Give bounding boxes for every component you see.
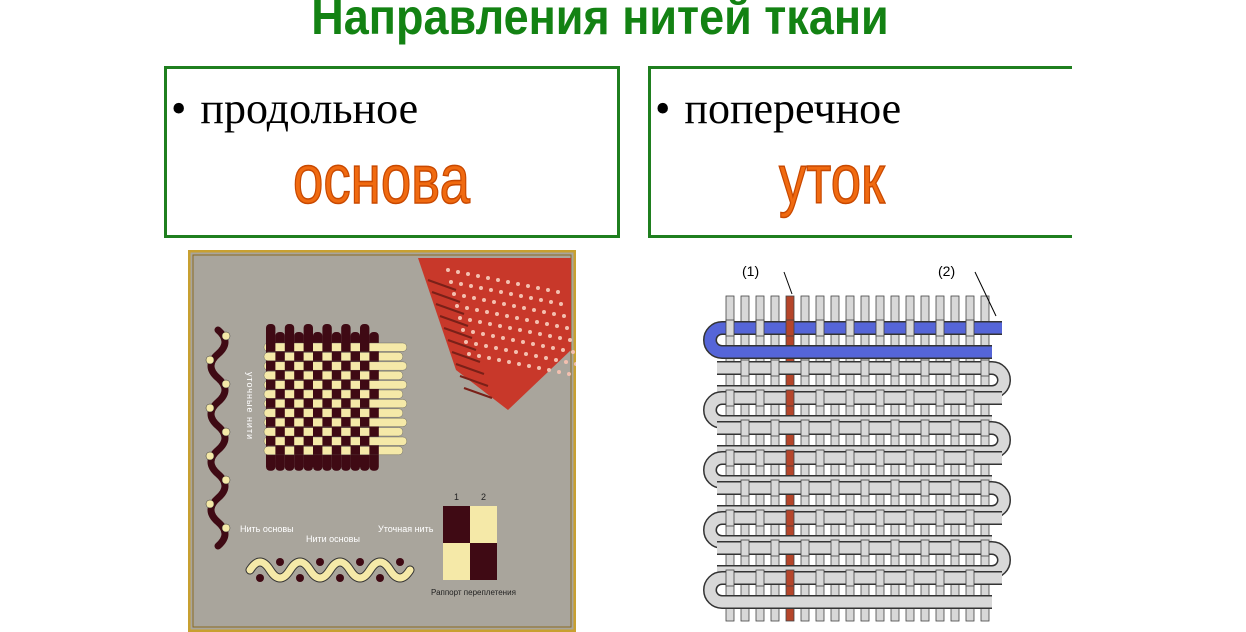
weave-grid <box>263 324 408 471</box>
weft-thread <box>263 417 408 427</box>
weave-repeat <box>443 506 497 580</box>
weft-thread <box>263 342 408 352</box>
blank-margin <box>1072 0 1246 632</box>
weft-direction-box: • поперечное уток <box>648 66 1088 238</box>
weft-cross-section <box>245 557 415 583</box>
warp-term: основа <box>292 139 470 219</box>
fabric-corner-photo <box>418 258 576 410</box>
weft-thread <box>263 399 408 408</box>
warp-threads-label: Нити основы <box>306 534 360 544</box>
warp-marker-label: (1) <box>742 263 759 279</box>
weft-thread-label: Уточная нить <box>378 524 434 534</box>
weave-structure-diagram: (1) (2) <box>703 263 1011 622</box>
weft-marker-label: (2) <box>938 263 955 279</box>
direction-label: поперечное <box>684 84 902 133</box>
bullet-icon: • <box>655 84 671 133</box>
warp-thread-label: Нить основы <box>240 524 294 534</box>
warp-direction-box: • продольное основа <box>164 66 620 238</box>
plain-weave-illustration: уточные нити Нить основы Нити основы Уто… <box>188 250 576 632</box>
warp-cross-section <box>205 326 231 550</box>
slide-title: Направления нитей ткани <box>311 0 889 45</box>
weft-term: уток <box>778 139 885 219</box>
direction-label: продольное <box>200 84 419 133</box>
weft-threads-label: уточные нити <box>245 372 255 440</box>
repeat-label: Раппорт переплетения <box>431 588 516 597</box>
repeat-col-1: 1 <box>454 492 459 502</box>
repeat-col-2: 2 <box>481 492 486 502</box>
bullet-icon: • <box>171 84 187 133</box>
